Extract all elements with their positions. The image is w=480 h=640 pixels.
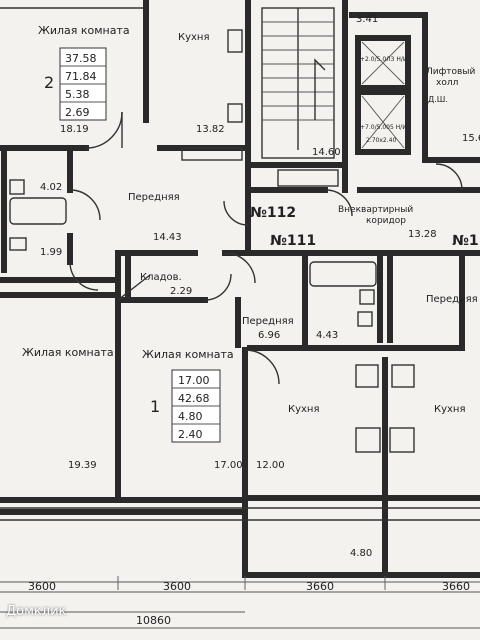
apt-value-center-2: 42.68 <box>178 392 210 405</box>
apartment-number-partial: №1 <box>452 233 479 249</box>
apt-value-top-1: 37.58 <box>65 52 97 65</box>
apt-value-center-3: 4.80 <box>178 410 203 423</box>
corridor-name-2: коридор <box>366 216 406 226</box>
wc-left-area: 1.99 <box>40 247 62 258</box>
construction-lines <box>0 7 480 629</box>
walls <box>0 0 480 578</box>
toilet-left <box>9 237 27 251</box>
shaft-top <box>277 169 339 187</box>
apt-index-top: 2 <box>44 73 54 92</box>
room-name-kitchen-right: Кухня <box>434 404 466 415</box>
top-value: 3.41 <box>356 14 378 25</box>
room-area-kitchen-top: 13.82 <box>196 124 225 135</box>
apt-value-center-4: 2.40 <box>178 428 203 441</box>
sink-mid <box>359 289 375 305</box>
dimension-segment-3: 3660 <box>306 580 334 593</box>
stove-kitchen-mid <box>355 427 381 453</box>
room-area-living-topleft: 18.19 <box>60 124 89 135</box>
bath-left-area: 4.02 <box>40 182 62 193</box>
dimension-segment-2: 3600 <box>163 580 191 593</box>
lift-hall-label-2: холл <box>436 78 458 88</box>
apt-value-top-2: 71.84 <box>65 70 97 83</box>
doors <box>69 111 463 385</box>
lift-hall-label-1: Лифтовый <box>426 67 475 77</box>
sink-left <box>9 179 25 195</box>
balcony-area: 4.80 <box>350 548 372 559</box>
lift-mark: Д.Ш. <box>428 95 448 104</box>
room-name-living-left: Жилая комната <box>22 346 114 359</box>
corridor-area: 13.28 <box>408 229 437 240</box>
stair-area: 14.60 <box>312 147 341 158</box>
room-area-kitchen-mid: 12.00 <box>256 460 285 471</box>
corridor-name-1: Внеквартирный <box>338 205 413 215</box>
fixtures <box>9 29 415 453</box>
stove-kitchen-right <box>389 427 415 453</box>
apartment-number-112: №112 <box>250 205 296 221</box>
stove-top <box>227 29 243 53</box>
bathtub-left <box>9 197 67 225</box>
room-area-living-left: 19.39 <box>68 460 97 471</box>
apt-value-center-1: 17.00 <box>178 374 210 387</box>
toilet-mid <box>357 311 373 327</box>
room-name-kitchen-top: Кухня <box>178 32 210 43</box>
watermark-logo: Домклик <box>6 604 67 619</box>
dimension-line <box>0 576 480 613</box>
counter-kitchen-mid <box>355 364 379 388</box>
bath-mid-area: 4.43 <box>316 330 338 341</box>
room-area-hall-top: 14.43 <box>153 232 182 243</box>
lift-mark-small-1: +2.0/5.0Л3 Н/И <box>360 56 407 63</box>
kitchen-counter-top <box>181 147 243 161</box>
staircase <box>261 7 335 159</box>
apt-index-center: 1 <box>150 397 160 416</box>
right-edge-value: 15.6 <box>462 133 480 144</box>
apartment-number-111: №111 <box>270 233 316 249</box>
lift-mark-small-2: +7.0/5.005 Н/И <box>360 124 407 131</box>
lift-mark-small-3: 2.70x2.40 <box>366 137 396 144</box>
room-area-hall-mid: 6.96 <box>258 330 280 341</box>
room-name-hall-right: Передняя <box>426 294 478 305</box>
bathtub-mid <box>309 261 377 287</box>
closet-area: 2.29 <box>170 286 192 297</box>
room-name-living-topleft: Жилая комната <box>38 24 130 37</box>
apt-value-top-4: 2.69 <box>65 106 90 119</box>
room-name-living-center: Жилая комната <box>142 348 234 361</box>
dimension-segment-1: 3600 <box>28 580 56 593</box>
counter-kitchen-right <box>391 364 415 388</box>
room-name-kitchen-mid: Кухня <box>288 404 320 415</box>
room-name-hall-mid: Передняя <box>242 316 294 327</box>
dimension-segment-4: 3660 <box>442 580 470 593</box>
dimension-total: 10860 <box>136 614 171 627</box>
closet-name: Кладов. <box>140 272 182 283</box>
room-area-living-center: 17.00 <box>214 460 243 471</box>
apt-value-top-3: 5.38 <box>65 88 90 101</box>
sink-top <box>227 103 243 123</box>
room-name-hall-top: Передняя <box>128 192 180 203</box>
lift-shafts <box>361 41 405 149</box>
